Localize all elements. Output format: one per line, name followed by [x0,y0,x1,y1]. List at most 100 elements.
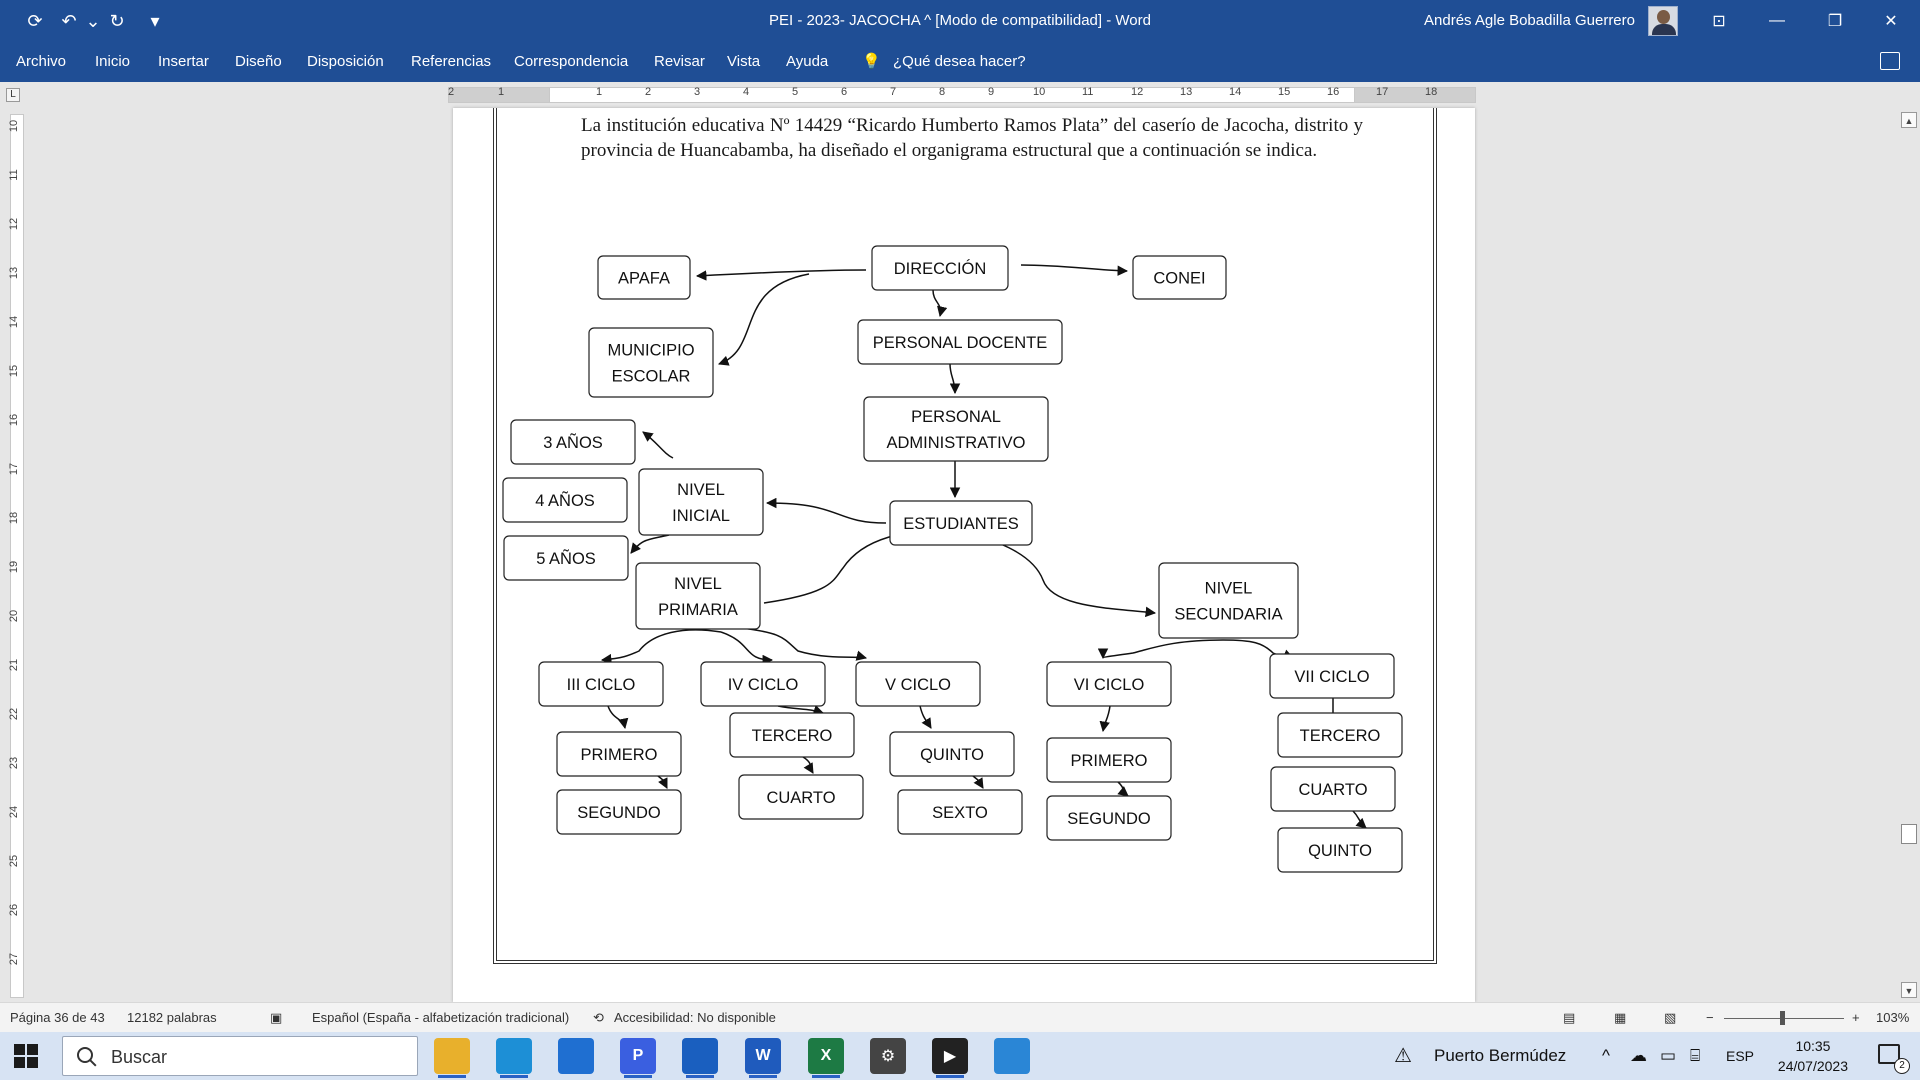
ribbon-display-icon[interactable]: ⊡ [1712,13,1726,30]
minimize-icon[interactable]: — [1769,12,1785,29]
document-page[interactable]: La institución educativa Nº 14429 “Ricar… [453,108,1475,1002]
org-box-label: VI CICLO [1074,676,1145,694]
org-box-anos5: 5 AÑOS [503,535,629,581]
zoom-out-icon[interactable]: − [1706,1010,1714,1025]
org-box-s_primero: PRIMERO [1046,737,1172,783]
org-box-label: ESTUDIANTES [903,515,1019,533]
weather-location[interactable]: Puerto Bermúdez [1434,1046,1567,1065]
scroll-thumb[interactable] [1901,824,1917,844]
user-avatar[interactable] [1648,6,1678,36]
org-box-anos4: 4 AÑOS [502,477,628,523]
notification-center-icon[interactable] [1878,1044,1900,1064]
undo-icon[interactable]: ↶ [61,10,77,31]
print-layout-icon[interactable]: ▦ [1614,1010,1627,1025]
menu-insertar[interactable]: Insertar [158,53,209,70]
close-icon[interactable]: ✕ [1884,13,1898,30]
user-name[interactable]: Andrés Agle Bobadilla Guerrero [1424,12,1635,29]
org-box-s_tercero: TERCERO [1277,712,1403,758]
file-explorer-icon[interactable] [434,1038,470,1078]
vertical-scrollbar[interactable]: ▲ ▼ [1898,108,1920,1002]
menu-disposición[interactable]: Disposición [307,53,384,70]
p-app-icon[interactable]: P [620,1038,656,1078]
restore-icon[interactable]: ❐ [1827,13,1843,30]
vertical-ruler[interactable] [4,108,26,1002]
scroll-down-icon[interactable]: ▼ [1901,982,1917,998]
ruler-top-number: 1 [596,86,603,98]
comments-icon[interactable] [1880,52,1900,70]
org-box-ciclo7: VII CICLO [1269,653,1395,699]
zoom-level[interactable]: 103% [1876,1010,1910,1025]
menu-correspondencia[interactable]: Correspondencia [514,53,629,70]
input-language[interactable]: ESP [1726,1048,1755,1064]
ruler-left-number: 18 [8,511,20,525]
org-box-label: TERCERO [1300,727,1381,745]
edge-icon[interactable] [496,1038,532,1078]
lightbulb-icon[interactable]: 💡 [862,53,881,70]
menu-archivo[interactable]: Archivo [16,53,67,70]
menu-ayuda[interactable]: Ayuda [786,53,829,70]
undo-dropdown-icon[interactable]: ⌄ [85,10,101,31]
org-box-label: QUINTO [920,746,984,764]
windows-start-icon[interactable] [14,1044,38,1068]
onedrive-icon[interactable]: ☁ [1630,1046,1647,1065]
mail-icon[interactable] [558,1038,594,1074]
menu-vista[interactable]: Vista [727,53,761,70]
shield-app-icon[interactable] [682,1038,718,1078]
accessibility-status[interactable]: Accesibilidad: No disponible [614,1010,776,1025]
show-hidden-icons-icon[interactable]: ^ [1602,1046,1610,1065]
word-count[interactable]: 12182 palabras [127,1010,217,1025]
taskbar-search-placeholder: Buscar [111,1047,168,1067]
ruler-left-number: 20 [8,609,20,623]
org-box-label: ADMINISTRATIVO [886,434,1025,452]
read-mode-icon[interactable]: ▤ [1563,1010,1576,1025]
taskbar-search[interactable]: Buscar [62,1036,418,1076]
ruler-top-number: 3 [694,86,701,98]
media-player-icon[interactable]: ▶ [932,1038,968,1078]
autosave-icon[interactable]: ⟳ [27,10,43,31]
connector-pri-c4 [720,631,774,666]
customize-quick-access-icon[interactable]: ▾ [150,10,160,31]
intro-paragraph[interactable]: La institución educativa Nº 14429 “Ricar… [581,115,1363,161]
zoom-in-icon[interactable]: + [1852,1010,1860,1025]
org-box-p_sexto: SEXTO [897,789,1023,835]
proofing-icon[interactable]: ▣ [270,1010,283,1025]
org-box-label: V CICLO [885,676,951,694]
org-box-label: IV CICLO [728,676,799,694]
scroll-up-icon[interactable]: ▲ [1901,112,1917,128]
page-count[interactable]: Página 36 de 43 [10,1010,105,1025]
org-box-label: TERCERO [752,727,833,745]
ruler-left-number: 25 [8,854,20,868]
language-status[interactable]: Español (España - alfabetización tradici… [312,1010,570,1025]
tell-me-search[interactable]: ¿Qué desea hacer? [893,53,1026,70]
zoom-slider-thumb[interactable] [1780,1011,1785,1025]
org-box-label: PRIMARIA [658,601,738,619]
ruler-left-number: 26 [8,903,20,917]
network-icon[interactable]: ⌸ [1690,1046,1701,1065]
web-layout-icon[interactable]: ▧ [1664,1010,1677,1025]
connector-s4-s5 [1352,810,1367,829]
word-icon[interactable]: W [745,1038,781,1078]
settings-icon[interactable]: ⚙ [870,1038,906,1074]
org-box-docente: PERSONAL DOCENTE [857,319,1063,365]
org-box-estudiantes: ESTUDIANTES [889,500,1033,546]
redo-icon[interactable]: ↻ [109,10,125,31]
ruler-left-number: 10 [8,119,20,133]
system-clock[interactable]: 10:35 24/07/2023 [1778,1036,1848,1076]
photos-icon[interactable] [994,1038,1030,1074]
menu-revisar[interactable]: Revisar [654,53,705,70]
tab-selector[interactable]: L [6,88,20,102]
ruler-top-number: 15 [1278,86,1291,98]
weather-icon[interactable]: ⚠ [1394,1045,1412,1067]
connector-p3-p4 [802,756,814,774]
menu-referencias[interactable]: Referencias [411,53,492,70]
horizontal-ruler[interactable] [0,82,1920,108]
ruler-left-number: 23 [8,756,20,770]
battery-icon[interactable]: ▭ [1660,1046,1677,1065]
connector-c6-s1 [1099,705,1111,733]
ruler-left-number: 19 [8,560,20,574]
menu-diseño[interactable]: Diseño [235,53,282,70]
menu-inicio[interactable]: Inicio [95,53,131,70]
excel-icon[interactable]: X [808,1038,844,1078]
org-box-label: CUARTO [1298,781,1367,799]
